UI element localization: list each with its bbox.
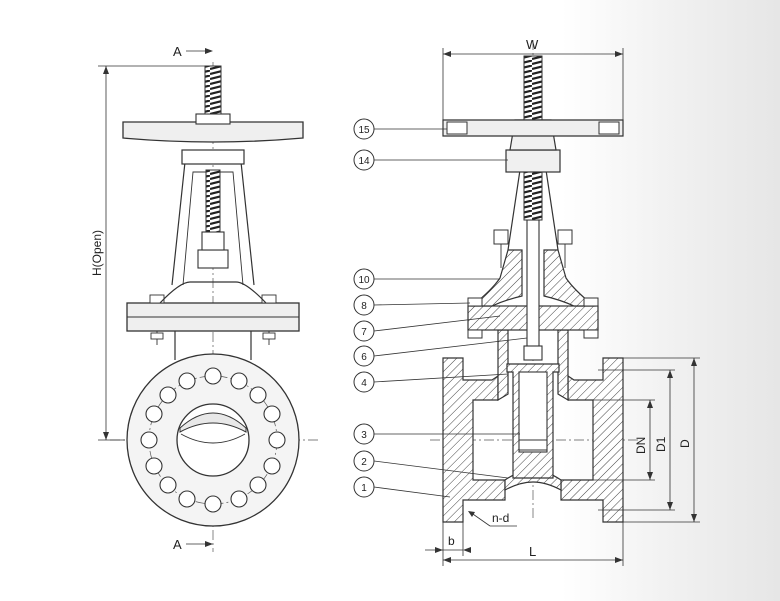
svg-text:4: 4 (361, 378, 367, 389)
flange-thickness-label: b (448, 534, 455, 548)
balloon-6: 6 (353, 337, 528, 367)
bolt-holes-label: n-d (492, 511, 509, 525)
svg-text:10: 10 (358, 275, 370, 286)
svg-text:8: 8 (361, 301, 367, 312)
balloon-2: 2 (353, 450, 509, 479)
section-bonnet (470, 249, 523, 307)
svg-text:15: 15 (358, 125, 370, 136)
part-balloons: 15 14 10 8 7 6 4 3 (353, 118, 528, 498)
balloon-14: 14 (353, 149, 508, 171)
nominal-diameter-label: DN (634, 437, 648, 454)
balloon-7: 7 (353, 315, 501, 342)
flange-diameter-label: D (678, 439, 692, 448)
stem (526, 219, 540, 351)
balloon-4: 4 (353, 371, 509, 393)
svg-text:7: 7 (361, 327, 367, 338)
valve-body-right (560, 357, 624, 523)
balloon-15: 15 (353, 118, 447, 140)
balloon-3: 3 (353, 423, 520, 445)
section-label-bottom: A (173, 537, 182, 552)
section-label-top: A (173, 44, 182, 59)
section-handwheel (442, 119, 624, 137)
height-label: H(Open) (90, 230, 104, 276)
width-label: W (526, 37, 539, 52)
valve-body-left (442, 357, 506, 523)
svg-text:14: 14 (358, 156, 370, 167)
svg-text:2: 2 (361, 457, 367, 468)
front-view: H(Open) A A (90, 44, 318, 552)
flange-bolt-holes (140, 367, 286, 513)
length-label: L (529, 544, 536, 559)
svg-text:6: 6 (361, 352, 367, 363)
balloon-8: 8 (353, 294, 471, 316)
section-view: W L b n-d DN D1 D (425, 37, 700, 566)
balloon-10: 10 (353, 268, 500, 290)
svg-text:3: 3 (361, 430, 367, 441)
svg-text:1: 1 (361, 483, 367, 494)
balloon-1: 1 (353, 476, 451, 498)
bolt-circle-label: D1 (654, 436, 668, 452)
handwheel-side (122, 121, 304, 143)
